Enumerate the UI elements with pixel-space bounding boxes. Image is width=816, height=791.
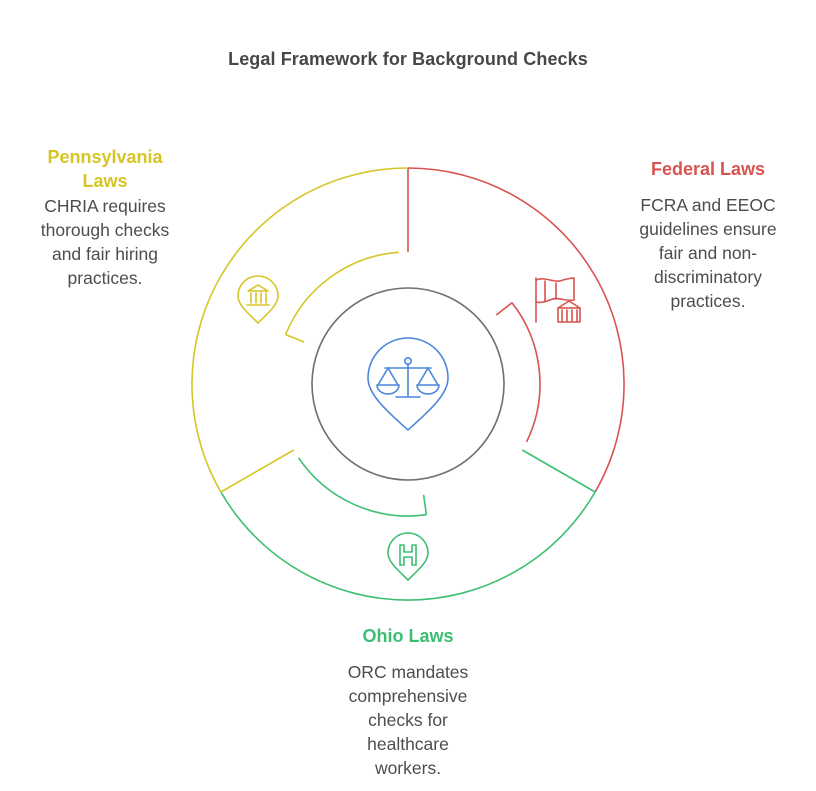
pennsylvania-ring-segment <box>191 167 409 493</box>
pennsylvania-divider <box>220 449 295 493</box>
text-line: practices. <box>67 268 143 288</box>
ohio-divider <box>521 449 596 493</box>
text-line: Pennsylvania <box>47 147 163 167</box>
text-line: fair and non- <box>658 243 758 263</box>
text-line: Federal Laws <box>650 159 766 179</box>
ohio-description: ORC mandates comprehensive checks for healt… <box>318 660 498 780</box>
pennsylvania-inner-arc <box>284 251 399 335</box>
text-line: healthcare <box>367 734 449 754</box>
text-line: guidelines ensure <box>639 219 777 239</box>
federal-heading: Federal Laws <box>620 157 796 181</box>
federal-inner-arc <box>511 302 541 443</box>
text-line: thorough checks <box>40 220 170 240</box>
pennsylvania-outer-arc <box>191 167 409 493</box>
text-line: discriminatory <box>654 267 762 287</box>
federal-ring-segment <box>407 167 625 493</box>
ohio-connector <box>422 494 428 515</box>
diagram-title: Legal Framework for Background Checks <box>228 49 588 69</box>
courthouse-pin-icon <box>237 275 279 324</box>
flag-courthouse-icon <box>535 277 581 323</box>
ohio-ring-segment <box>220 449 596 601</box>
hospital-pin-icon <box>387 532 429 581</box>
ring-segments <box>191 167 625 601</box>
ohio-outer-arc <box>220 491 596 601</box>
text-line: Laws <box>82 171 128 191</box>
ohio-heading: Ohio Laws <box>318 624 498 648</box>
text-line: CHRIA requires <box>44 196 166 216</box>
scales-of-justice-pin-icon <box>367 337 449 431</box>
federal-description: FCRA and EEOC guidelines ensure fair and n… <box>620 193 796 313</box>
federal-laws-label: Federal Laws FCRA and EEOC guidelines ens… <box>620 157 796 313</box>
text-line: comprehensive <box>348 686 468 706</box>
ohio-inner-arc <box>297 457 427 517</box>
text-line: Ohio Laws <box>362 626 454 646</box>
center-circle <box>311 287 505 481</box>
text-line: FCRA and EEOC <box>640 195 776 215</box>
text-line: ORC mandates <box>347 662 469 682</box>
federal-connector <box>495 302 513 316</box>
pennsylvania-description: CHRIA requires thorough checks and fair hi… <box>22 194 188 290</box>
text-line: workers. <box>374 758 442 778</box>
pennsylvania-connector <box>285 333 305 343</box>
text-line: practices. <box>670 291 746 311</box>
text-line: checks for <box>368 710 448 730</box>
federal-outer-arc <box>407 167 625 493</box>
ohio-laws-label: Ohio Laws ORC mandates comprehensive check… <box>318 624 498 780</box>
text-line: and fair hiring <box>51 244 159 264</box>
